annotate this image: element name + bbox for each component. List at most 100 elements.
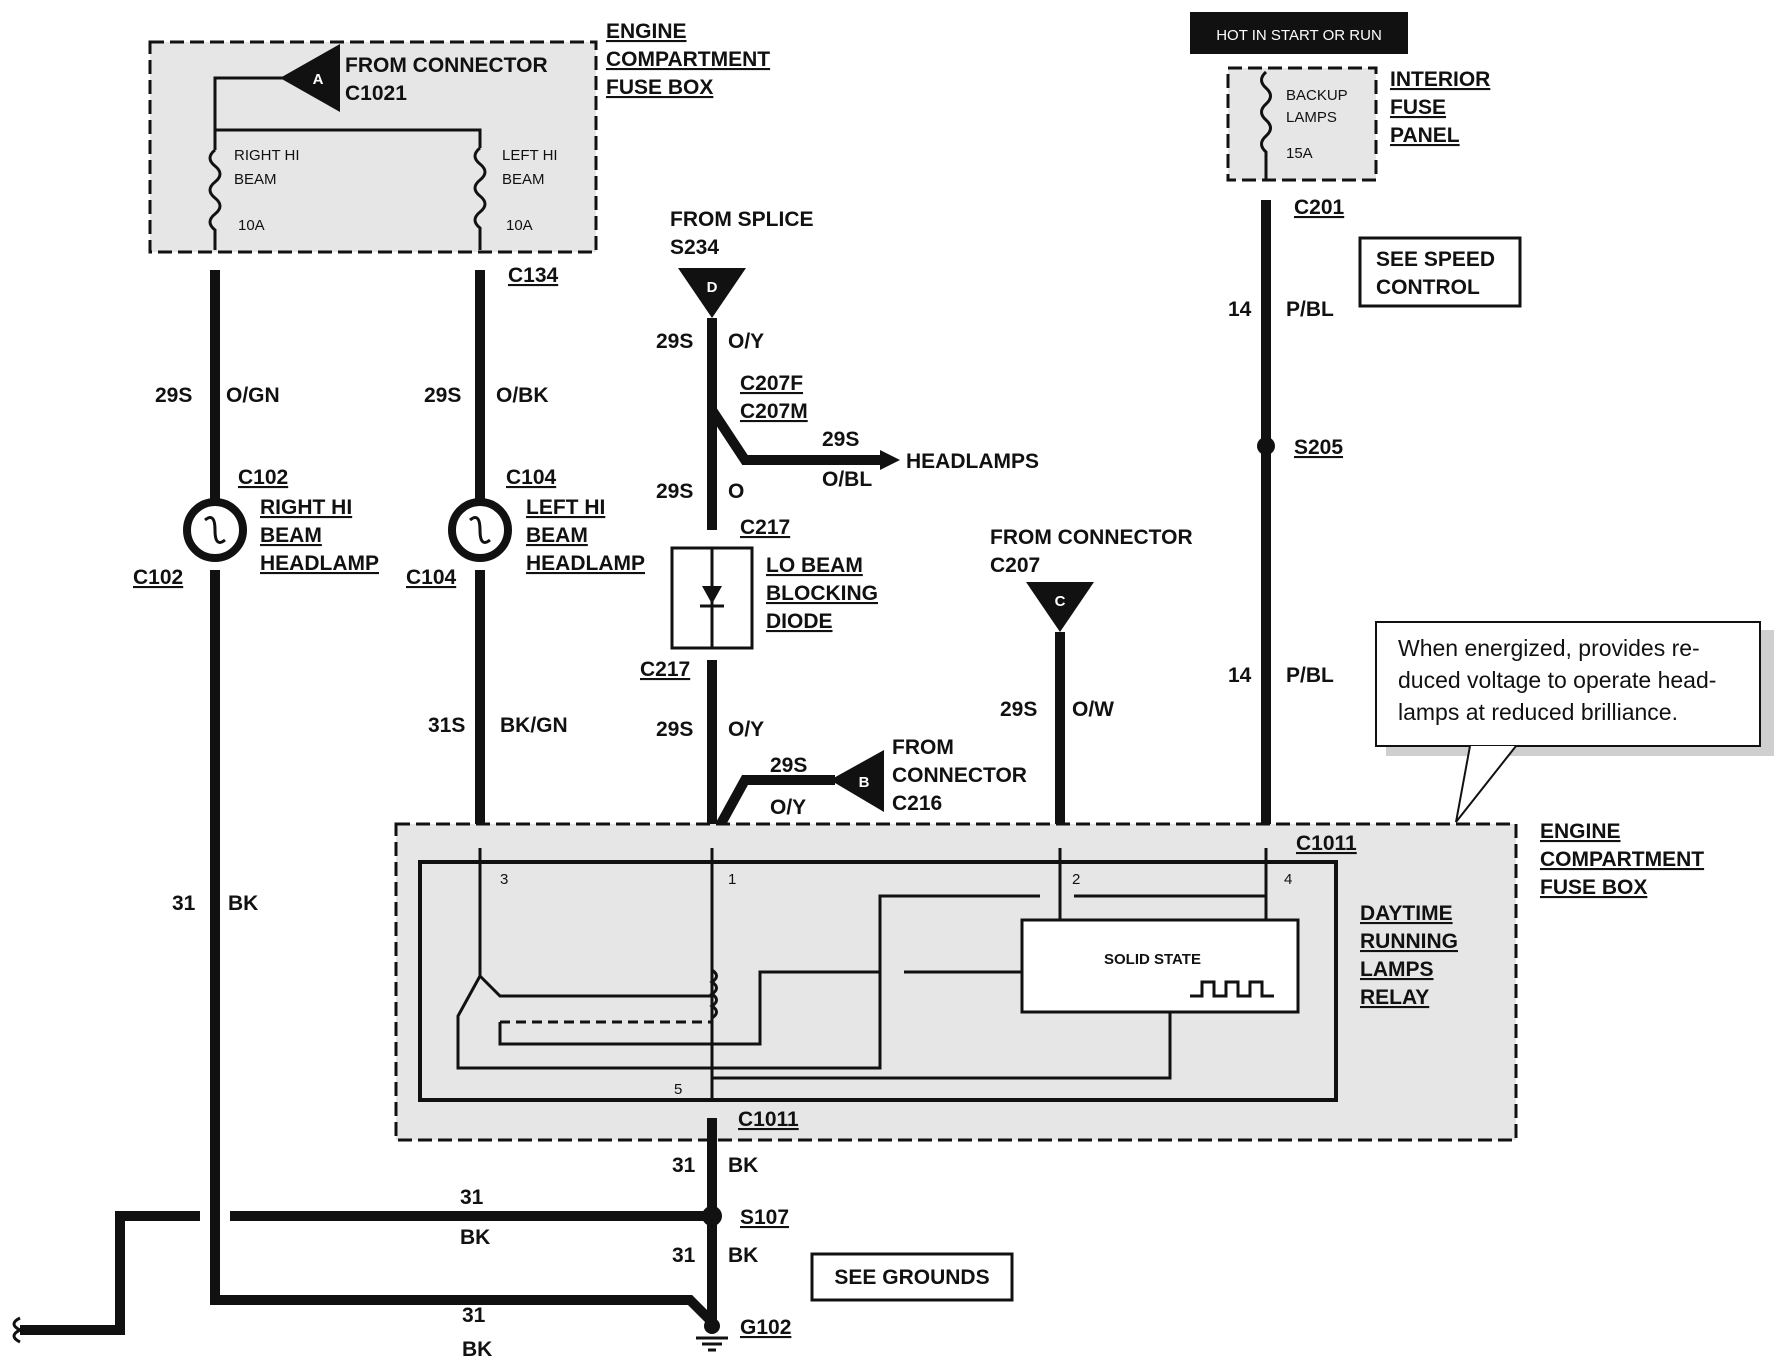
- top-fuse-box-title3: FUSE BOX: [606, 76, 713, 99]
- marker-d: [678, 268, 746, 318]
- s107-label: S107: [740, 1206, 789, 1229]
- wire15-gauge: 31: [672, 1244, 696, 1267]
- solid-state-module: [1020, 918, 1300, 1014]
- relay-box-title3: FUSE BOX: [1540, 876, 1647, 899]
- right-lamp-line1: RIGHT HI: [260, 496, 352, 519]
- wire10-gauge: 14: [1228, 664, 1252, 687]
- note-callout: When energized, provides re- duced volta…: [1375, 621, 1774, 823]
- right-lamp-line3: HEADLAMP: [260, 552, 379, 575]
- note-line2: duced voltage to operate head-: [1398, 667, 1716, 693]
- marker-b-label: B: [859, 774, 870, 791]
- relay-line2: RUNNING: [1360, 930, 1458, 953]
- top-fuse-box-title1: ENGINE: [606, 20, 687, 43]
- c104-top-label: C104: [506, 466, 557, 489]
- wire3-gauge: 29S: [656, 330, 693, 353]
- c102-bottom-label: C102: [133, 566, 183, 589]
- headlamps-arrow-icon: [880, 450, 900, 470]
- wire9-gauge: 14: [1228, 298, 1252, 321]
- diode-line3: DIODE: [766, 610, 833, 633]
- c207m-label: C207M: [740, 400, 808, 423]
- fuse-backup-line1: BACKUP: [1286, 87, 1348, 104]
- left-lamp-line1: LEFT HI: [526, 496, 605, 519]
- wire4-gauge: 29S: [656, 480, 693, 503]
- wire2-gauge: 29S: [424, 384, 461, 407]
- pin-1: 1: [728, 871, 736, 888]
- diode-line1: LO BEAM: [766, 554, 863, 577]
- connector-b-circuit: B 29S O/Y FROM CONNECTOR C216: [707, 736, 1027, 843]
- relay-box-title1: ENGINE: [1540, 820, 1621, 843]
- marker-c: [1026, 582, 1094, 632]
- from-c-line2: C207: [990, 554, 1040, 577]
- fuse-left-hi-icon: [473, 146, 487, 250]
- left-lamp-line2: BEAM: [526, 524, 588, 547]
- from-b-line1: FROM: [892, 736, 954, 759]
- c201-label: C201: [1294, 196, 1345, 219]
- diode-line2: BLOCKING: [766, 582, 878, 605]
- wire13-color: BK: [728, 1154, 758, 1177]
- wire14-color: BK: [460, 1226, 490, 1249]
- relay-coil-icon: [709, 968, 718, 1020]
- relay-line4: RELAY: [1360, 986, 1429, 1009]
- wire16-color: BK: [462, 1338, 492, 1360]
- wire12-gauge: 31: [172, 892, 196, 915]
- wire8-gauge: 29S: [1000, 698, 1037, 721]
- c134-label: C134: [508, 264, 559, 287]
- wire9-color: P/BL: [1286, 298, 1334, 321]
- c1011-top-label: C1011: [1296, 832, 1357, 855]
- wire15-color: BK: [728, 1244, 758, 1267]
- fuse-left-line3: 10A: [506, 217, 533, 234]
- left-hi-circuit: 29S O/BK C104 LEFT HI BEAM HEADLAMP C104…: [406, 270, 645, 848]
- g102-label: G102: [740, 1316, 791, 1339]
- marker-a: [280, 44, 340, 112]
- see-grounds-box: [810, 1252, 1014, 1302]
- see-speed-control-box: [1358, 236, 1522, 308]
- pin-2: 2: [1072, 871, 1080, 888]
- wire11-gauge: 31S: [428, 714, 465, 737]
- right-hi-circuit: C134 29S O/GN C102 RIGHT HI BEAM HEADLAM…: [133, 264, 714, 1324]
- hot-in-start-label: HOT IN START OR RUN: [1216, 27, 1382, 44]
- fuse-left-line1: LEFT HI: [502, 147, 558, 164]
- wire4-color: O: [728, 480, 744, 503]
- from-connector-a-line1: FROM CONNECTOR: [345, 54, 548, 77]
- splice-d-circuit: FROM SPLICE S234 D 29S O/Y C207F C207M H…: [640, 208, 1039, 848]
- fuse-left-line2: BEAM: [502, 171, 545, 188]
- wire8-color: O/W: [1072, 698, 1114, 721]
- wire10-color: P/BL: [1286, 664, 1334, 687]
- fuse-right-hi-icon: [208, 148, 222, 250]
- fuse-right-line2: BEAM: [234, 171, 277, 188]
- solid-state-label: SOLID STATE: [1104, 951, 1201, 968]
- c1011-bottom-label: C1011: [738, 1108, 799, 1131]
- wire1-gauge: 29S: [155, 384, 192, 407]
- marker-d-label: D: [707, 279, 718, 296]
- wire7-color: O/Y: [770, 796, 806, 819]
- from-connector-a-line2: C1021: [345, 82, 407, 105]
- connector-c-circuit: FROM CONNECTOR C207 C 29S O/W: [990, 526, 1193, 848]
- interior-panel-title3: PANEL: [1390, 124, 1460, 147]
- from-splice-line2: S234: [670, 236, 719, 259]
- speed-control-line2: CONTROL: [1376, 276, 1480, 299]
- fuse-backup-line2: LAMPS: [1286, 109, 1337, 126]
- ground-circuit: 31 BK S107 31 BK 31 BK 31 BK G102 SEE GR…: [12, 1118, 1014, 1360]
- hot-in-start-banner: [1190, 12, 1408, 54]
- fuse-backup-lamps-icon: [1260, 70, 1272, 180]
- relay-line1: DAYTIME: [1360, 902, 1453, 925]
- wire6-gauge: 29S: [656, 718, 693, 741]
- wire6-color: O/Y: [728, 718, 764, 741]
- wire12-color: BK: [228, 892, 258, 915]
- pulse-waveform-icon: [1190, 980, 1274, 998]
- pin-5: 5: [674, 1081, 682, 1098]
- wire5-gauge: 29S: [822, 428, 859, 451]
- interior-fuse-panel: HOT IN START OR RUN BACKUP LAMPS 15A INT…: [1190, 12, 1522, 848]
- wire11-color: BK/GN: [500, 714, 568, 737]
- headlamps-label: HEADLAMPS: [906, 450, 1039, 473]
- speed-control-line1: SEE SPEED: [1376, 248, 1495, 271]
- c102-top-label: C102: [238, 466, 288, 489]
- diode-icon: [702, 586, 722, 604]
- note-line3: lamps at reduced brilliance.: [1398, 699, 1678, 725]
- wire3-color: O/Y: [728, 330, 764, 353]
- wire14-gauge: 31: [460, 1186, 484, 1209]
- pin-3: 3: [500, 871, 508, 888]
- fuse-backup-line3: 15A: [1286, 145, 1313, 162]
- fuse-right-line3: 10A: [238, 217, 265, 234]
- from-b-line2: CONNECTOR: [892, 764, 1027, 787]
